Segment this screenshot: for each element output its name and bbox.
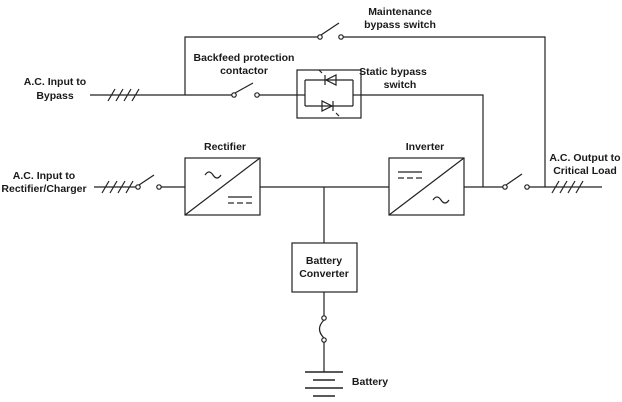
- static-bypass-label: Static bypass: [359, 66, 427, 78]
- rectifier-block: [184, 157, 261, 216]
- inverter-block: [388, 157, 465, 216]
- ac-input-rectifier-label-2: Rectifier/Charger: [1, 183, 86, 195]
- backfeed-label-2: contactor: [220, 65, 268, 77]
- static-bypass-switch: [296, 69, 484, 187]
- battery-path: [305, 292, 343, 397]
- maintenance-bypass-label: Maintenance: [368, 6, 432, 18]
- battery-fuse: [318, 315, 327, 343]
- rectifier-input-path: [94, 174, 185, 194]
- backfeed-contactor: [231, 82, 260, 98]
- output-path: [464, 173, 602, 194]
- three-phase-mark-rectifier: [101, 180, 134, 194]
- battery-converter-block: [291, 242, 358, 293]
- battery-converter-label-2: Converter: [299, 268, 349, 280]
- maintenance-bypass-path: [184, 22, 546, 187]
- inverter-label: Inverter: [406, 141, 445, 153]
- battery-converter-label: Battery: [306, 255, 342, 267]
- bypass-input-path: [90, 82, 297, 102]
- static-bypass-label-2: switch: [384, 79, 417, 91]
- ac-output-label-2: Critical Load: [553, 165, 617, 177]
- dc-bus: [260, 186, 389, 243]
- three-phase-mark-output: [551, 180, 584, 194]
- ac-input-rectifier-label: A.C. Input to: [13, 170, 75, 182]
- ac-input-bypass-label: A.C. Input to: [24, 76, 86, 88]
- rectifier-input-switch: [135, 174, 162, 190]
- maintenance-bypass-label-2: bypass switch: [364, 19, 436, 31]
- ac-input-bypass-label-2: Bypass: [36, 90, 74, 102]
- three-phase-mark-bypass: [107, 88, 140, 102]
- output-switch: [502, 173, 530, 190]
- ac-output-label: A.C. Output to: [549, 152, 620, 164]
- rectifier-label: Rectifier: [204, 141, 246, 153]
- battery-label: Battery: [352, 376, 388, 388]
- backfeed-label: Backfeed protection: [194, 52, 295, 64]
- battery-symbol: [305, 371, 343, 397]
